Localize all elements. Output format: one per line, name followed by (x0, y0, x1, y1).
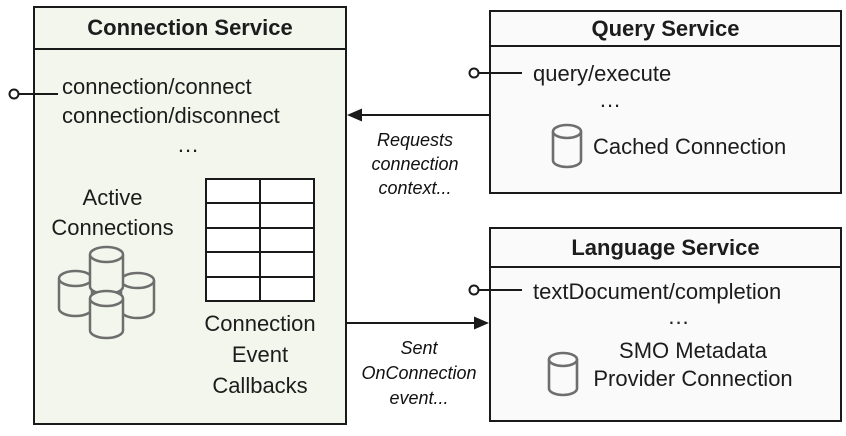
endpoints-ellipsis: ... (177, 132, 200, 157)
endpoint-connection-connect: connection/connect (62, 74, 252, 99)
callback-table-cell (207, 180, 259, 203)
callback-table-cell (207, 253, 259, 276)
requests-context-arrow (347, 108, 489, 122)
language-service-box: Language Service textDocument/completion… (489, 227, 842, 422)
callback-table-cell (207, 228, 259, 252)
callback-table-cell (207, 277, 259, 300)
callback-table-cell (261, 277, 313, 300)
endpoints-ellipsis: ... (668, 304, 690, 329)
callback-table (205, 178, 315, 302)
endpoint-connection-disconnect: connection/disconnect (62, 103, 280, 128)
language-endpoint-list: textDocument/completion ... (533, 279, 825, 329)
active-connections-label: Active Connections (51, 185, 174, 240)
endpoints-ellipsis: ... (599, 87, 622, 112)
endpoint-textdocument-completion: textDocument/completion (533, 279, 782, 304)
cached-connection-label: Cached Connection (593, 134, 787, 159)
query-service-title: Query Service (491, 12, 840, 47)
connection-event-callbacks-label: Connection Event Callbacks (204, 311, 316, 398)
callback-table-cell (261, 228, 313, 252)
database-icon (551, 123, 583, 169)
database-icon (547, 351, 579, 397)
callback-table-cell (207, 204, 259, 227)
requests-connection-context-label: Requests connection context... (371, 130, 459, 198)
query-service-box: Query Service query/execute ... Cached C… (489, 10, 842, 194)
language-service-title: Language Service (491, 229, 840, 268)
callback-table-cell (261, 204, 313, 227)
query-endpoint-list: query/execute ... (533, 61, 688, 113)
sent-event-arrow (347, 316, 489, 330)
smo-metadata-provider-label: SMO Metadata Provider Connection (593, 338, 793, 391)
endpoint-query-execute: query/execute (533, 61, 672, 86)
sent-onconnection-event-label: Sent OnConnection event... (361, 338, 477, 408)
callback-table-cell (261, 180, 313, 203)
connection-service-title: Connection Service (35, 8, 345, 50)
database-cluster-icon (57, 245, 156, 340)
callback-table-cell (261, 253, 313, 276)
connection-endpoint-list: connection/connect connection/disconnect… (62, 72, 315, 159)
connection-service-box: Connection Service connection/connect co… (33, 6, 347, 425)
